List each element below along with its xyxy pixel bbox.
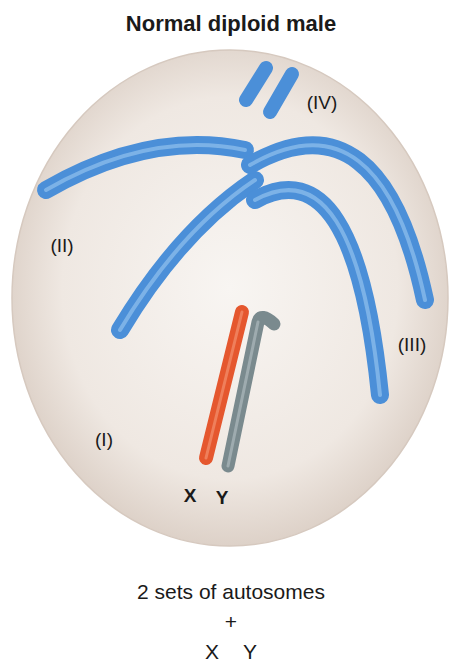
- chromosome-label: (III): [398, 335, 427, 356]
- chromosome-highlight: [46, 145, 245, 190]
- chromosome-iv: [246, 68, 266, 100]
- chromosome-label: Y: [216, 488, 229, 509]
- text-anchor: 2 sets of autosomes: [137, 580, 325, 603]
- chromosome-ii: [46, 145, 245, 190]
- y-chromosome: [228, 317, 274, 466]
- sex-chromosomes: [206, 312, 274, 466]
- chromosome-label: (II): [50, 236, 73, 257]
- text-anchor: X: [184, 486, 197, 507]
- diagram-title: Normal diploid male: [126, 12, 336, 36]
- cell-body: [12, 50, 448, 546]
- text-anchor: (III): [398, 335, 427, 356]
- chromosome-highlight: [255, 190, 380, 395]
- caption-text: 2 sets of autosomes: [137, 580, 325, 603]
- plus-sign: +: [225, 610, 237, 633]
- chromosome-ii: [120, 180, 255, 330]
- text-anchor: (I): [95, 430, 113, 451]
- text-anchor: Normal diploid male: [126, 12, 336, 36]
- text-anchor: (IV): [307, 93, 338, 114]
- caption-symbol: X: [205, 640, 219, 663]
- chromosome-iii: [255, 190, 380, 395]
- text-anchor: Y: [243, 640, 257, 663]
- text-anchor: Y: [216, 488, 229, 509]
- chromosome-highlight: [228, 322, 258, 466]
- text-anchor: +: [225, 610, 237, 633]
- chromosome-label: X: [184, 486, 197, 507]
- chromosome-iv: [270, 74, 292, 112]
- text-anchor: X: [205, 640, 219, 663]
- text-anchor: (II): [50, 236, 73, 257]
- chromosome-highlight: [120, 180, 255, 330]
- chromosome-label: (I): [95, 430, 113, 451]
- chromosome-label: (IV): [307, 93, 338, 114]
- caption-symbol: Y: [243, 640, 257, 663]
